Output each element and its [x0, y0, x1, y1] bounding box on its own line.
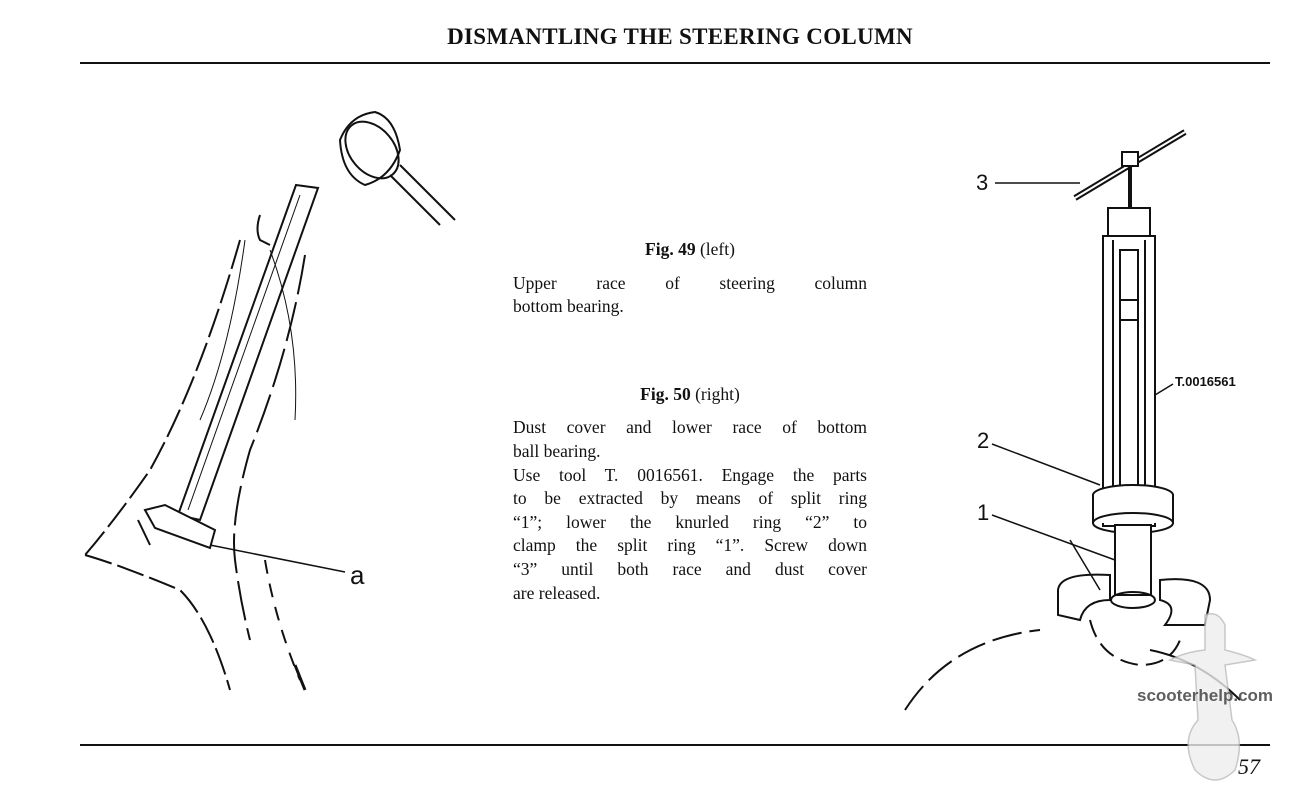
fig50-line: Use tool T. 0016561. Engage the parts	[513, 464, 867, 485]
fig50-line: clamp the split ring “1”. Screw down	[513, 535, 867, 556]
fig50-line: “1”; lower the knurled ring “2” to	[513, 511, 867, 532]
fig50-line: to be extracted by means of split ring	[513, 488, 867, 509]
callout-1: 1	[977, 500, 990, 525]
watermark-text: scooterhelp.com	[1137, 686, 1274, 705]
watermark-scooter-graphic	[1167, 613, 1258, 781]
fig49-line: bottom bearing.	[513, 296, 624, 317]
callout-a: a	[350, 560, 365, 590]
footer-rule	[80, 744, 1270, 746]
tool-code-label: T.0016561	[1175, 374, 1236, 389]
fig49-line: Upper race of steering column	[513, 272, 867, 293]
fig49-label: Fig. 49	[645, 239, 696, 259]
fig49-position: (left)	[699, 239, 735, 259]
page-number: 57	[1238, 754, 1260, 779]
figure-captions: Fig. 49 (left) Upper race of steering co…	[513, 238, 867, 605]
fig50-position: (right)	[695, 383, 740, 404]
callout-2: 2	[977, 428, 990, 453]
fig49-heading: Fig. 49 (left)	[513, 238, 867, 262]
page-title: DISMANTLING THE STEERING COLUMN	[447, 24, 913, 49]
fig50-line: are released.	[513, 582, 601, 603]
fig50-label: Fig. 50	[640, 383, 691, 404]
fig50-line: “3” until both race and dust cover	[513, 558, 867, 579]
fig50-line: Dust cover and lower race of bottom	[513, 417, 867, 438]
header-rule	[80, 62, 1270, 64]
fig50-heading: Fig. 50 (right)	[513, 383, 867, 407]
mallet-drawing	[338, 110, 456, 226]
callout-3: 3	[976, 170, 989, 195]
fig50-line: ball bearing.	[513, 440, 601, 461]
